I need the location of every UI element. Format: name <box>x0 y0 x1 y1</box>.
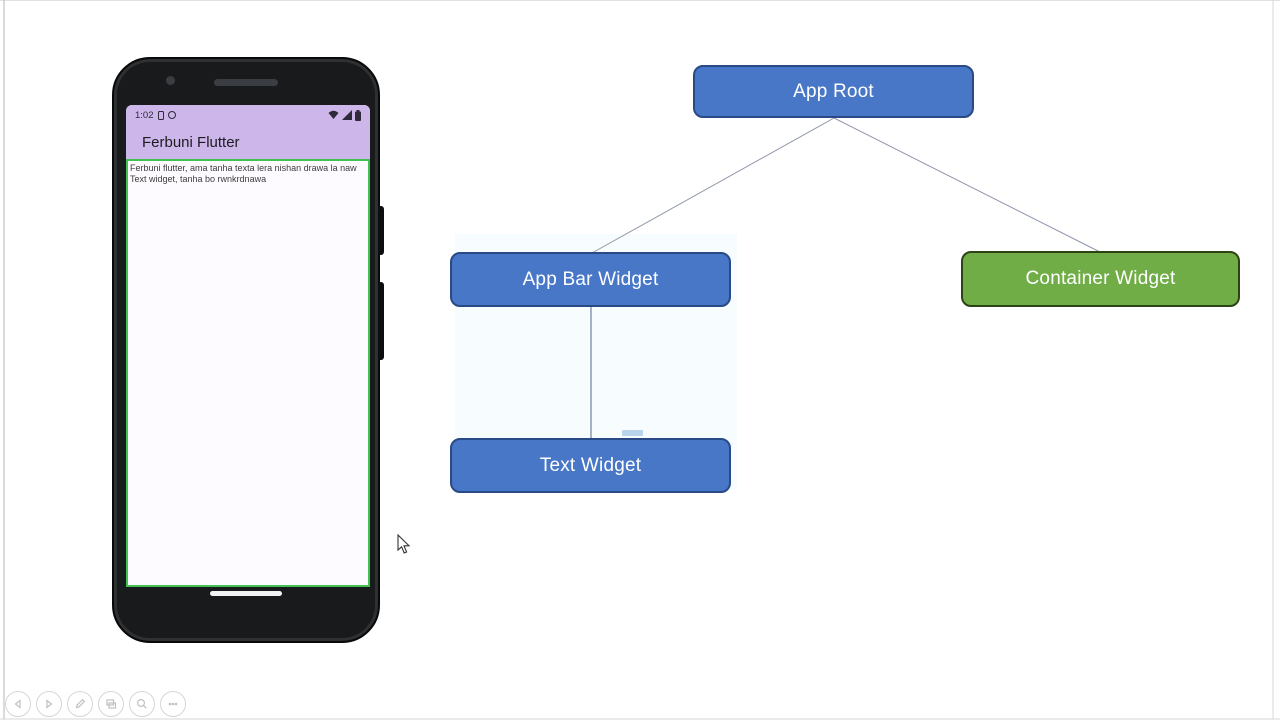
battery-icon <box>157 110 164 120</box>
slide-bottom-edge <box>0 718 1280 720</box>
app-body-text: Ferbuni flutter, ama tanha texta lera ni… <box>130 163 357 184</box>
status-time: 1:02 <box>135 109 154 121</box>
presenter-toolbar <box>5 691 186 717</box>
phone-camera-dot <box>166 76 175 85</box>
edge-approot-container <box>833 117 1101 253</box>
status-bar-right <box>328 109 361 121</box>
selection-artifact <box>622 430 643 436</box>
zoom-icon <box>136 698 147 709</box>
phone-speaker-slot <box>214 79 278 86</box>
diagram-node-app-root: App Root <box>693 65 974 118</box>
pen-icon <box>75 698 86 709</box>
home-indicator <box>210 591 282 596</box>
next-slide-icon <box>46 699 53 709</box>
see-all-slides-button[interactable] <box>98 691 124 717</box>
cellular-signal-icon <box>342 110 352 120</box>
wifi-icon <box>328 110 339 119</box>
previous-slide-icon <box>14 699 21 709</box>
diagram-node-container-widget: Container Widget <box>961 251 1240 307</box>
slide-right-edge <box>1272 0 1274 720</box>
next-slide-button[interactable] <box>36 691 62 717</box>
node-label: App Root <box>793 80 874 102</box>
node-label: Text Widget <box>539 454 642 476</box>
diagram-node-text-widget: Text Widget <box>450 438 731 493</box>
phone-power-button <box>378 206 384 255</box>
previous-slide-button[interactable] <box>5 691 31 717</box>
more-options-button[interactable] <box>160 691 186 717</box>
android-status-bar: 1:02 <box>126 105 370 125</box>
edge-approot-appbar <box>591 117 835 254</box>
app-bar-title: Ferbuni Flutter <box>142 133 240 151</box>
phone-screen: 1:02 Ferbuni Flutter Ferbuni fl <box>126 105 370 587</box>
phone-volume-button <box>378 282 384 360</box>
see-all-slides-icon <box>106 699 117 709</box>
zoom-slide-button[interactable] <box>129 691 155 717</box>
mouse-cursor <box>397 533 412 561</box>
more-options-icon <box>168 702 178 706</box>
diagram-node-app-bar-widget: App Bar Widget <box>450 252 731 307</box>
node-label: Container Widget <box>1025 268 1176 289</box>
status-bar-left: 1:02 <box>135 110 176 121</box>
app-bar: Ferbuni Flutter <box>126 125 370 159</box>
phone-mockup: 1:02 Ferbuni Flutter Ferbuni fl <box>112 57 384 643</box>
pen-tools-button[interactable] <box>67 691 93 717</box>
slide-top-edge <box>0 0 1280 1</box>
slide-left-edge <box>3 0 5 720</box>
node-label: App Bar Widget <box>522 268 659 290</box>
app-body-highlighted: Ferbuni flutter, ama tanha texta lera ni… <box>126 159 370 587</box>
clock-icon <box>167 111 176 119</box>
battery-icon <box>355 109 361 121</box>
